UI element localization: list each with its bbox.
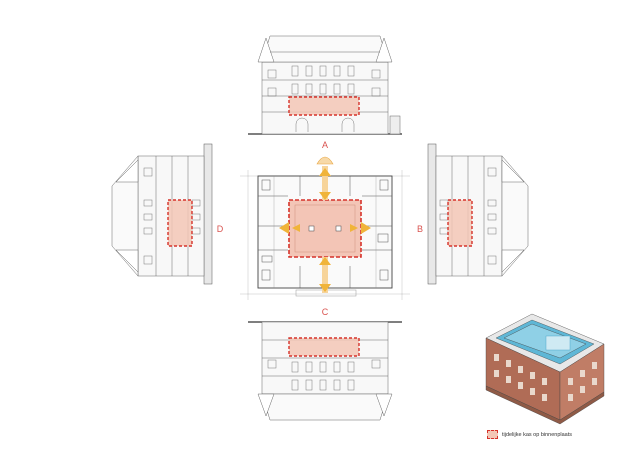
courtyard-greenhouse-elevation-b: [447, 199, 473, 247]
elevation-b: [427, 143, 529, 285]
section-marker-a: [316, 156, 334, 165]
legend: tijdelijke kas op binnenplaats: [487, 430, 572, 439]
courtyard-greenhouse-elevation-a: [288, 96, 360, 116]
elevation-c: [248, 321, 402, 421]
axonometric-view: [485, 313, 605, 425]
label-a: A: [322, 140, 328, 150]
courtyard-greenhouse-elevation-c: [288, 337, 360, 357]
elevation-a: [248, 35, 402, 135]
label-c: C: [322, 307, 329, 317]
label-b: B: [417, 224, 423, 234]
legend-swatch: [487, 430, 498, 439]
elevation-d: [111, 143, 213, 285]
legend-text: tijdelijke kas op binnenplaats: [502, 431, 573, 438]
courtyard-greenhouse-elevation-d: [167, 199, 193, 247]
access-arrows: [279, 166, 371, 293]
label-d: D: [217, 224, 224, 234]
